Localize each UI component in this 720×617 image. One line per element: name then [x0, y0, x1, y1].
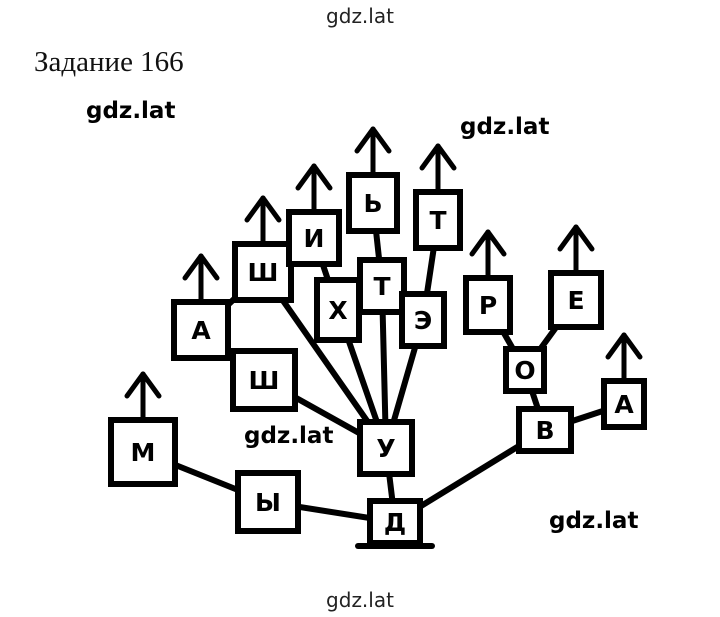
letter-text: Р	[479, 291, 497, 320]
letter-text: Т	[373, 272, 390, 301]
letter-box	[367, 498, 423, 546]
letter-node: Ш	[232, 241, 294, 303]
letter-text: Ы	[255, 488, 281, 517]
letter-text: Х	[328, 296, 347, 325]
letter-box	[286, 209, 342, 267]
letter-node: Ы	[235, 470, 301, 534]
letter-box	[548, 270, 604, 330]
arrow-head	[182, 253, 220, 281]
letter-box	[108, 417, 178, 487]
arrow-head	[124, 371, 162, 399]
arrow-head	[605, 332, 643, 360]
arrow-head	[354, 126, 392, 154]
letter-text: Ш	[249, 366, 280, 395]
watermark-top-right: gdz.lat	[460, 114, 550, 140]
letter-node: Е	[548, 270, 604, 330]
letter-node: М	[108, 417, 178, 487]
letter-text: Т	[429, 206, 446, 235]
arrow-head	[295, 163, 333, 191]
letter-box	[346, 172, 400, 234]
letter-node: Э	[399, 291, 447, 349]
arrow-head	[469, 229, 507, 257]
letter-node: Т	[357, 257, 407, 315]
arrow-head	[419, 143, 457, 171]
watermark-middle: gdz.lat	[244, 423, 334, 449]
watermark-bottom-right: gdz.lat	[549, 508, 639, 534]
letter-box	[357, 257, 407, 315]
letter-node: Т	[413, 189, 463, 251]
letter-text: В	[535, 416, 554, 445]
letter-box	[232, 241, 294, 303]
letter-box	[413, 189, 463, 251]
header-watermark: gdz.lat	[326, 4, 394, 28]
letter-node: О	[503, 346, 547, 394]
letter-node: А	[171, 299, 231, 361]
letter-text: Э	[414, 306, 432, 335]
letter-text: О	[514, 356, 535, 385]
letter-text: М	[131, 438, 156, 467]
letter-text: Ш	[248, 258, 279, 287]
letter-text: А	[191, 316, 211, 345]
letter-box	[357, 419, 415, 477]
letter-node: Р	[463, 275, 513, 335]
letter-node: А	[601, 378, 647, 430]
footer-watermark: gdz.lat	[326, 588, 394, 612]
letter-text: У	[376, 434, 395, 463]
letter-node: И	[286, 209, 342, 267]
letter-box	[230, 348, 298, 412]
letter-text: И	[304, 224, 325, 253]
letter-box	[601, 378, 647, 430]
arrow-head	[244, 195, 282, 223]
letter-box	[235, 470, 301, 534]
letter-box	[463, 275, 513, 335]
arrow-head	[557, 224, 595, 252]
letter-box	[399, 291, 447, 349]
letter-node: В	[516, 406, 574, 454]
letter-node: Д	[367, 498, 423, 546]
letter-node: Ш	[230, 348, 298, 412]
letter-node: Ь	[346, 172, 400, 234]
task-title: Задание 166	[34, 46, 184, 78]
letter-box	[516, 406, 574, 454]
letter-text: Ь	[363, 189, 382, 218]
letter-text: А	[614, 390, 634, 419]
letter-box	[171, 299, 231, 361]
letter-text: Д	[384, 508, 406, 537]
letter-box	[503, 346, 547, 394]
letter-text: Е	[567, 286, 584, 315]
letter-node: У	[357, 419, 415, 477]
watermark-top-left: gdz.lat	[86, 98, 176, 124]
letter-node: Х	[314, 277, 362, 343]
